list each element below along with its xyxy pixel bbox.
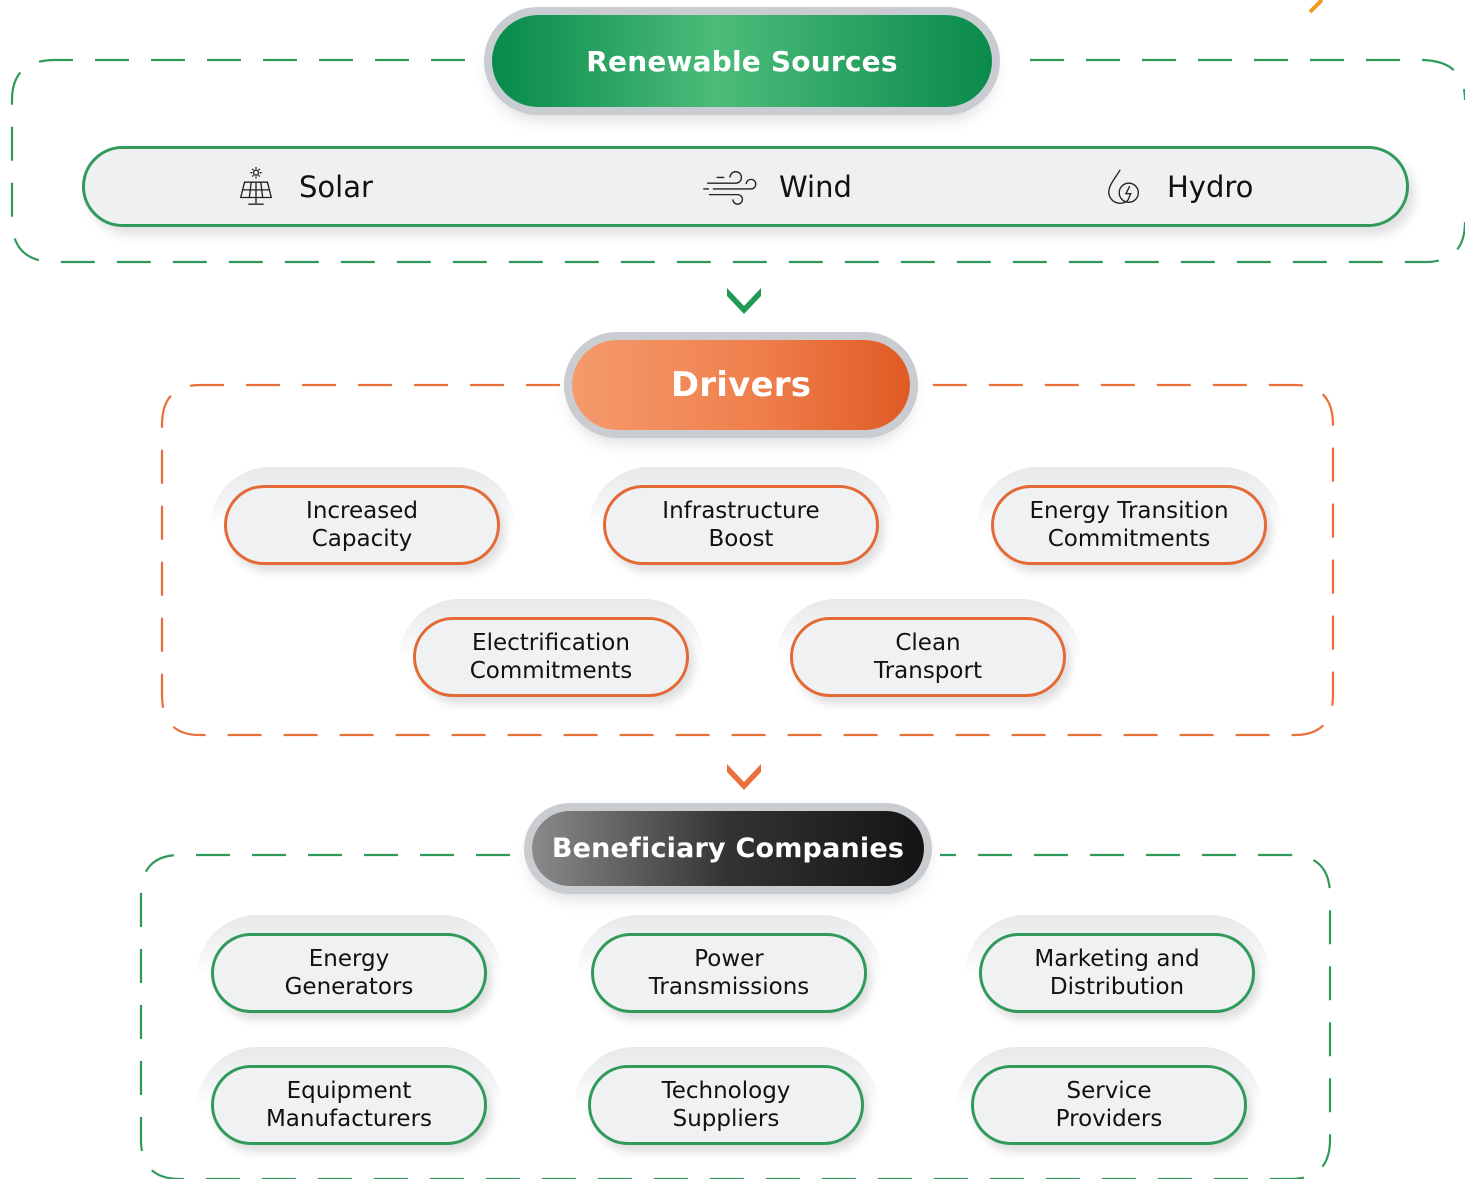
- company-label: Service Providers: [1055, 1078, 1163, 1132]
- company-pill: Technology Suppliers: [574, 1047, 879, 1145]
- company-label: Power Transmissions: [648, 946, 810, 1000]
- wind-icon: [703, 170, 757, 205]
- driver-pill: Electrification Commitments: [399, 599, 704, 697]
- driver-pill: Infrastructure Boost: [589, 467, 894, 565]
- source-hydro-label: Hydro: [1167, 169, 1254, 204]
- source-solar-label: Solar: [299, 169, 373, 204]
- source-wind: Wind: [703, 149, 852, 224]
- driver-label: Increased Capacity: [306, 498, 418, 552]
- chevron-down-icon-orange: [727, 764, 761, 790]
- company-label: Equipment Manufacturers: [265, 1078, 433, 1132]
- company-pill: Marketing and Distribution: [965, 915, 1270, 1013]
- solar-panel-icon: [239, 166, 273, 205]
- source-hydro: Hydro: [1103, 149, 1253, 224]
- company-pill: Equipment Manufacturers: [197, 1047, 502, 1145]
- drivers-title: Drivers: [572, 340, 910, 430]
- company-label: Energy Generators: [284, 946, 414, 1000]
- company-pill: Service Providers: [957, 1047, 1262, 1145]
- driver-pill: Energy Transition Commitments: [977, 467, 1282, 565]
- drivers-title-text: Drivers: [670, 365, 812, 405]
- company-label: Marketing and Distribution: [1034, 946, 1200, 1000]
- corner-accent: [1308, 0, 1324, 14]
- chevron-down-icon-green: [727, 288, 761, 314]
- beneficiary-companies-title: Beneficiary Companies: [532, 811, 924, 886]
- driver-pill: Increased Capacity: [210, 467, 515, 565]
- driver-label: Clean Transport: [874, 630, 982, 684]
- company-pill: Power Transmissions: [577, 915, 882, 1013]
- driver-label: Electrification Commitments: [469, 630, 633, 684]
- beneficiary-companies-title-text: Beneficiary Companies: [551, 833, 905, 864]
- water-drop-bolt-icon: [1108, 168, 1139, 204]
- driver-pill: Clean Transport: [776, 599, 1081, 697]
- source-wind-label: Wind: [779, 169, 852, 204]
- driver-label: Energy Transition Commitments: [1029, 498, 1229, 552]
- company-pill: Energy Generators: [197, 915, 502, 1013]
- driver-label: Infrastructure Boost: [662, 498, 820, 552]
- renewable-sources-title: Renewable Sources: [492, 15, 992, 107]
- sources-frame-right: [1030, 58, 1465, 101]
- renewable-sources-title-text: Renewable Sources: [586, 44, 898, 78]
- source-solar: Solar: [235, 149, 373, 224]
- company-label: Technology Suppliers: [661, 1078, 791, 1132]
- renewable-sources-bar: Solar Wind Hydro: [82, 146, 1409, 227]
